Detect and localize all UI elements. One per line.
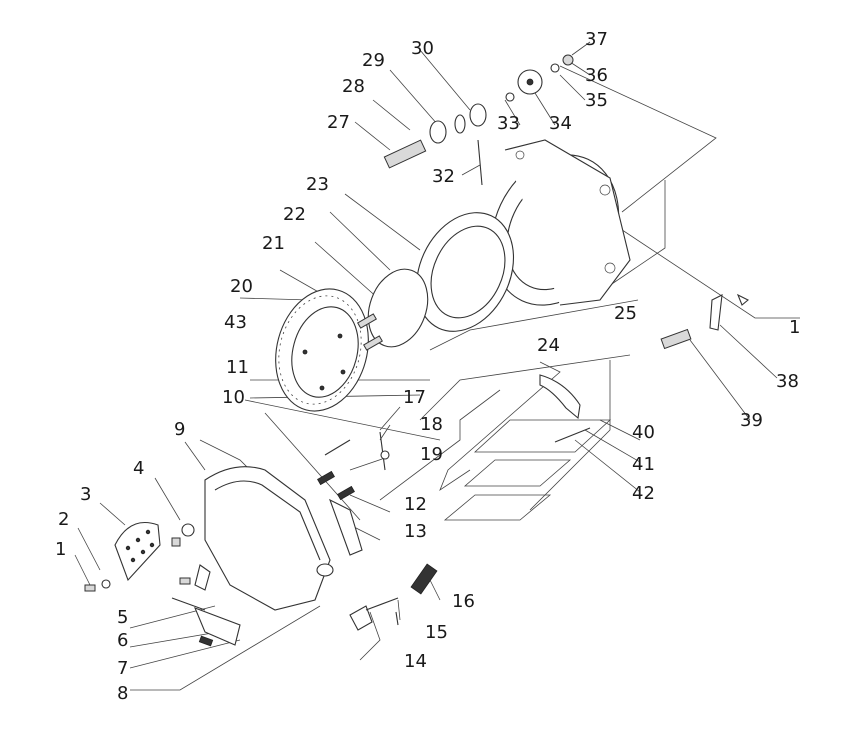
- label-12: 12: [404, 494, 427, 515]
- label-22: 22: [283, 204, 306, 225]
- label-25: 25: [614, 303, 637, 324]
- label-36: 36: [585, 65, 608, 86]
- label-19: 19: [420, 444, 443, 465]
- label-1-right: 1: [789, 317, 800, 338]
- label-37: 37: [585, 29, 608, 50]
- seed-plate-part: [275, 288, 369, 412]
- parts: [84, 54, 749, 647]
- label-42: 42: [632, 483, 655, 504]
- label-27: 27: [327, 112, 350, 133]
- label-5: 5: [117, 607, 128, 628]
- disc-part: [367, 268, 429, 348]
- label-7: 7: [117, 658, 128, 679]
- housing-part: [490, 139, 631, 306]
- label-13: 13: [404, 521, 427, 542]
- label-4: 4: [133, 458, 144, 479]
- cover-part: [204, 466, 334, 611]
- label-10: 10: [222, 387, 245, 408]
- label-40: 40: [632, 422, 655, 443]
- label-33: 33: [497, 113, 520, 134]
- lever-part: [349, 563, 438, 631]
- hub-bolts-part: [357, 313, 383, 351]
- label-30: 30: [411, 38, 434, 59]
- label-1-left: 1: [55, 539, 66, 560]
- springs-part: [317, 439, 355, 501]
- label-21: 21: [262, 233, 285, 254]
- plate-part: [114, 521, 161, 582]
- label-41: 41: [632, 454, 655, 475]
- part-labels: 1 2 3 4 5 6 7 8 9 10 11 12 13 14 15 16 1…: [55, 29, 800, 704]
- label-34: 34: [549, 113, 572, 134]
- label-6: 6: [117, 630, 128, 651]
- fasteners-part: [84, 523, 211, 592]
- label-20: 20: [230, 276, 253, 297]
- arm-part: [539, 374, 591, 443]
- label-2: 2: [58, 509, 69, 530]
- label-16: 16: [452, 591, 475, 612]
- label-8: 8: [117, 683, 128, 704]
- bracket-part: [171, 597, 241, 647]
- label-3: 3: [80, 484, 91, 505]
- label-17: 17: [403, 387, 426, 408]
- label-39: 39: [740, 410, 763, 431]
- slot-ring: [278, 295, 362, 405]
- label-38: 38: [776, 371, 799, 392]
- label-11: 11: [226, 357, 249, 378]
- label-18: 18: [420, 414, 443, 435]
- gasket-part: [415, 212, 515, 332]
- label-23: 23: [306, 174, 329, 195]
- pin-parts: [379, 431, 390, 471]
- label-14: 14: [404, 651, 427, 672]
- right-side-parts: [660, 293, 749, 350]
- label-35: 35: [585, 90, 608, 111]
- label-29: 29: [362, 50, 385, 71]
- label-28: 28: [342, 76, 365, 97]
- label-9: 9: [174, 419, 185, 440]
- flap-part: [329, 498, 363, 556]
- label-32: 32: [432, 166, 455, 187]
- label-15: 15: [425, 622, 448, 643]
- label-24: 24: [537, 335, 560, 356]
- label-43: 43: [224, 312, 247, 333]
- shaft-assembly: [383, 54, 574, 186]
